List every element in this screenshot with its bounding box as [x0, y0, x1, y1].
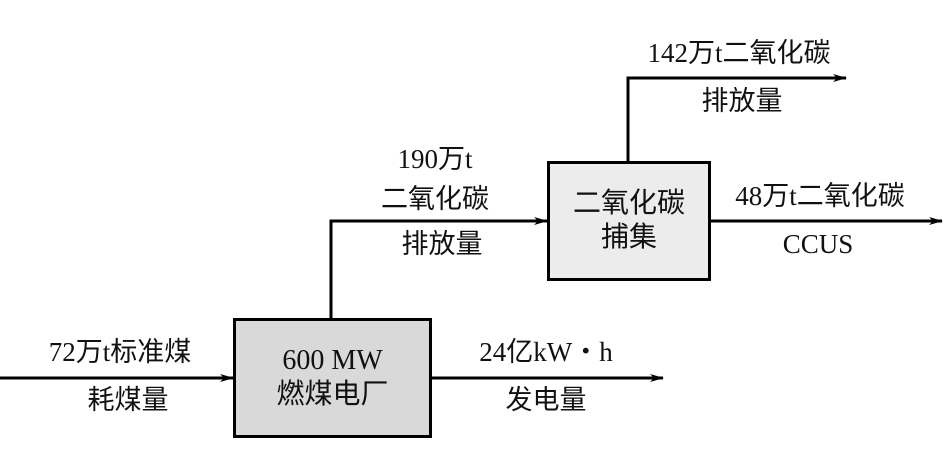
co2-emission-label: 排放量 [401, 229, 483, 259]
electricity-output-label: 发电量 [505, 385, 587, 415]
coal-input-label: 耗煤量 [87, 385, 169, 415]
co2-after-capture-value: 142万t二氧化碳 [647, 38, 831, 68]
co2-capture-node: 二氧化碳 捕集 [547, 161, 711, 281]
co2-after-capture-label: 排放量 [701, 86, 783, 116]
co2-emission-value: 190万t [397, 144, 473, 174]
power-plant-node: 600 MW 燃煤电厂 [233, 318, 432, 438]
co2-captured-label: CCUS [782, 229, 854, 259]
power-plant-capacity: 600 MW [282, 345, 383, 376]
co2-capture-line1: 二氧化碳 [572, 188, 685, 219]
co2-emission-substance: 二氧化碳 [381, 184, 489, 214]
power-plant-name: 燃煤电厂 [276, 379, 389, 410]
electricity-output-value: 24亿kW・h [479, 337, 613, 367]
co2-after-capture-arrow [626, 74, 847, 161]
co2-emission-arrow [329, 217, 548, 318]
co2-captured-value: 48万t二氧化碳 [735, 181, 905, 211]
coal-input-value: 72万t标准煤 [48, 337, 192, 367]
co2-capture-line2: 捕集 [600, 222, 657, 253]
